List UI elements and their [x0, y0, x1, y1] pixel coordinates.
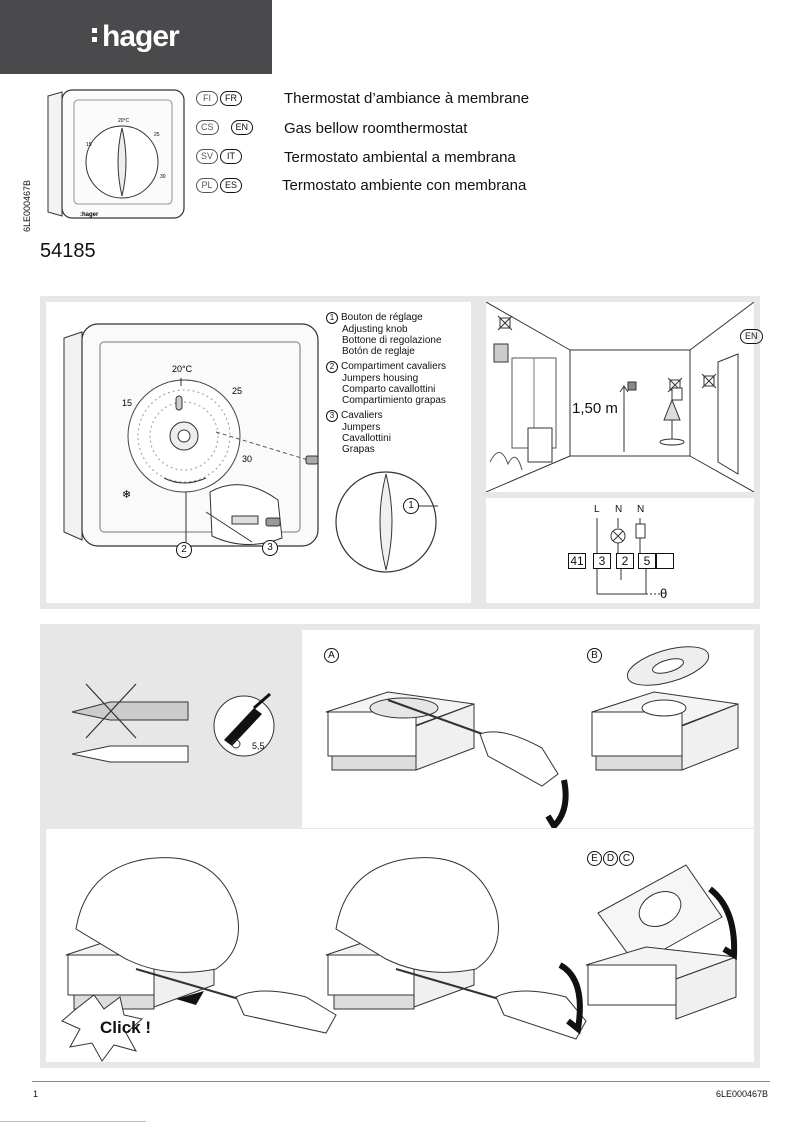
- lang-badge-fi: FI: [196, 91, 218, 106]
- lang-badge-fr: FR: [220, 91, 242, 106]
- legend-3-line-it: Cavallottini: [342, 433, 391, 444]
- legend-2-line-fr: Compartiment cavaliers: [341, 361, 447, 372]
- terminal-empty: [656, 553, 674, 569]
- wire-label-n2: N: [637, 504, 645, 515]
- callout-2: 2: [176, 542, 192, 558]
- svg-text:20°C: 20°C: [118, 118, 130, 124]
- step-a-badge: A: [324, 648, 339, 663]
- dial-label-15: 15: [122, 398, 132, 408]
- lang-badge-sv: SV: [196, 149, 219, 164]
- legend-1-line-en: Adjusting knob: [342, 324, 408, 335]
- svg-text::hager: :hager: [80, 212, 99, 218]
- installation-lang-badge: EN: [740, 329, 763, 344]
- dial-label-20: 20°C: [172, 364, 193, 374]
- legend-2-line-it: Comparto cavallottini: [342, 384, 436, 395]
- legend-2-line-es: Compartimiento grapas: [342, 395, 446, 406]
- svg-text:15: 15: [86, 142, 92, 148]
- terminal-41: 41: [568, 553, 586, 569]
- screwdriver-tip-drawing: [71, 683, 275, 763]
- logo-text: hager: [102, 20, 180, 53]
- title-es: Termostato ambiente con membrana: [282, 177, 527, 194]
- thermostat-product-image: 20°C 15 25 30 :hager: [47, 89, 185, 219]
- mounting-height-label: 1,50 m: [572, 400, 618, 417]
- legend-num-2: 2: [326, 361, 338, 373]
- bottom-edge-line: [0, 1121, 146, 1122]
- step-c-badge: C: [619, 851, 634, 866]
- header-bar: [0, 0, 272, 74]
- title-en: Gas bellow roomthermostat: [284, 120, 468, 137]
- theta-symbol: θ: [660, 586, 668, 601]
- screwdriver-size-label: 5,5: [252, 741, 265, 751]
- step-e-badge: E: [587, 851, 602, 866]
- svg-text:❄: ❄: [122, 488, 131, 501]
- legend-1-line-it: Bottone di regolazione: [342, 335, 442, 346]
- product-number: 54185: [40, 240, 96, 262]
- lang-badge-it: IT: [220, 149, 243, 164]
- dial-label-25: 25: [232, 386, 242, 396]
- lang-badge-cs: CS: [196, 120, 219, 135]
- lang-badge-pl: PL: [196, 178, 218, 193]
- lang-row-it: SV IT: [196, 149, 244, 164]
- legend-3-line-es: Grapas: [342, 444, 375, 455]
- footer-doc-code: 6LE000467B: [716, 1089, 769, 1099]
- terminal-2: 2: [616, 553, 634, 569]
- hager-logo: hager: [92, 20, 180, 54]
- wiring-diagram: [596, 518, 662, 595]
- footer-divider: [32, 1081, 770, 1082]
- logo-dots-icon: [92, 24, 100, 46]
- terminal-3: 3: [593, 553, 611, 569]
- legend-2-line-en: Jumpers housing: [342, 373, 419, 384]
- title-fr: Thermostat d’ambiance à membrane: [284, 90, 530, 107]
- lang-row-fr: FI FR: [196, 91, 244, 106]
- vertical-doc-code: 6LE000467B: [22, 179, 32, 232]
- lang-badge-en: EN: [230, 120, 254, 135]
- lang-row-es: PL ES: [196, 178, 244, 193]
- legend-1-line-es: Botón de reglaje: [342, 346, 415, 357]
- lang-badge-es: ES: [220, 178, 243, 193]
- legend-3-line-en: Jumpers: [342, 422, 381, 433]
- click-label: Click !: [100, 1018, 152, 1037]
- legend-num-3: 3: [326, 410, 338, 422]
- step-b-badge: B: [587, 648, 602, 663]
- legend-3-line-fr: Cavaliers: [341, 410, 383, 421]
- step-click-drawings: [61, 857, 738, 1062]
- step-d-badge: D: [603, 851, 618, 866]
- legend-1-line-fr: Bouton de réglage: [341, 312, 423, 323]
- wire-label-n1: N: [615, 504, 623, 515]
- dial-label-30: 30: [242, 454, 252, 464]
- callout-3: 3: [262, 540, 278, 556]
- svg-text:25: 25: [154, 132, 160, 138]
- svg-text:30: 30: [160, 174, 166, 180]
- legend-num-1: 1: [326, 312, 338, 324]
- step-ab-drawings: [325, 646, 739, 828]
- title-it: Termostato ambiental a membrana: [284, 149, 516, 166]
- thermostat-open-drawing: 20°C 15 25 30 ❄: [63, 323, 438, 573]
- callout-1: 1: [403, 498, 419, 514]
- room-installation-drawing: [486, 302, 754, 492]
- wiring-box: [486, 498, 754, 603]
- terminal-5: 5: [638, 553, 656, 569]
- lang-row-en: CS EN: [196, 120, 255, 135]
- page-number: 1: [33, 1089, 39, 1099]
- wire-label-l: L: [594, 504, 600, 515]
